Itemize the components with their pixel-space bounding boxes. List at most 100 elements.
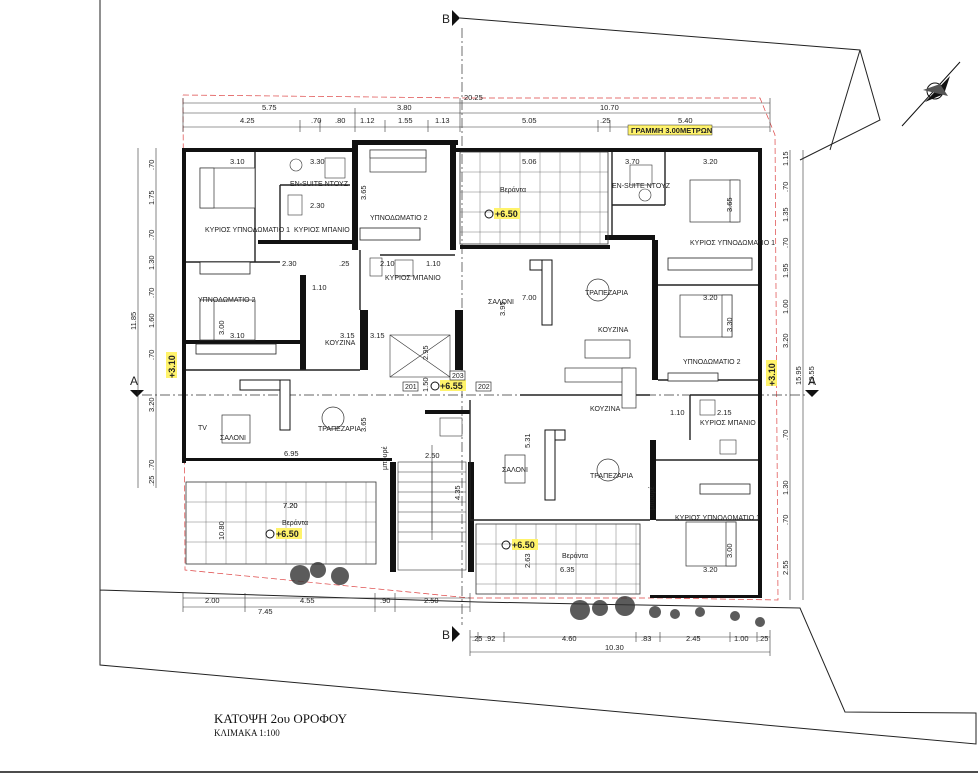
svg-text:.25: .25 — [758, 634, 768, 643]
svg-text:A: A — [808, 374, 816, 388]
svg-text:3.30: 3.30 — [725, 317, 734, 332]
room-label: ΤΡΑΠΕΖΑΡΙΑ — [585, 290, 628, 297]
svg-text:B: B — [442, 12, 450, 26]
room-label: μπουρέ — [648, 486, 656, 510]
svg-text:+6.55: +6.55 — [440, 381, 463, 391]
room-label: ΚΟΥΖΙΝΑ — [598, 327, 629, 334]
svg-text:11.85: 11.85 — [129, 312, 138, 330]
svg-text:1.12: 1.12 — [360, 116, 375, 125]
svg-text:+3.10: +3.10 — [767, 363, 777, 386]
svg-text:1.95: 1.95 — [781, 263, 790, 278]
room-label: μπουρέ — [381, 446, 389, 470]
room-label: ΚΥΡΙΟΣ ΥΠΝΟΔΩΜΑΤΙΟ 1 — [690, 240, 775, 247]
room-labels: ΚΥΡΙΟΣ ΥΠΝΟΔΩΜΑΤΙΟ 1 ΥΠΝΟΔΩΜΑΤΙΟ 2 EN-SU… — [198, 181, 775, 560]
svg-text:5.75: 5.75 — [262, 103, 277, 112]
svg-text:5.31: 5.31 — [523, 433, 532, 448]
svg-text:3.10: 3.10 — [230, 157, 245, 166]
wardrobes — [195, 227, 753, 495]
svg-text:.92: .92 — [485, 634, 495, 643]
svg-text:ΓΡΑΜΜΗ 3.00ΜΕΤΡΩΝ: ΓΡΑΜΜΗ 3.00ΜΕΤΡΩΝ — [631, 126, 712, 135]
svg-text:3.70: 3.70 — [625, 157, 640, 166]
room-label: EN-SUITE ΝΤΟΥΖ — [290, 181, 349, 188]
svg-text:.25: .25 — [472, 634, 482, 643]
room-label: ΚΥΡΙΟΣ ΜΠΑΝΙΟ — [700, 420, 756, 427]
level-mark-310-left: +3.10 — [166, 352, 177, 378]
svg-text:+6.50: +6.50 — [495, 209, 518, 219]
svg-text:10.70: 10.70 — [600, 103, 619, 112]
svg-text:1.35: 1.35 — [781, 207, 790, 222]
svg-text:2.30: 2.30 — [310, 201, 325, 210]
svg-text:3.10: 3.10 — [230, 331, 245, 340]
svg-text:5.05: 5.05 — [522, 116, 537, 125]
svg-text:1.15: 1.15 — [781, 151, 790, 166]
svg-text:.70: .70 — [781, 430, 790, 440]
svg-text:4.60: 4.60 — [562, 634, 577, 643]
level-mark-655: +6.55 — [430, 380, 466, 391]
svg-text:4.35: 4.35 — [453, 485, 462, 500]
stair-number-201: 201 — [402, 381, 419, 392]
svg-text:.70: .70 — [147, 230, 156, 240]
dining-tables — [221, 278, 620, 484]
svg-text:5.06: 5.06 — [522, 157, 537, 166]
svg-text:1.13: 1.13 — [435, 116, 450, 125]
room-label: ΚΥΡΙΟΣ ΜΠΑΝΙΟ — [294, 227, 350, 234]
svg-text:1.50: 1.50 — [421, 377, 430, 392]
svg-text:1.10: 1.10 — [670, 408, 685, 417]
room-label: ΚΟΥΖΙΝΑ — [590, 406, 621, 413]
svg-text:2.45: 2.45 — [686, 634, 701, 643]
svg-text:2.30: 2.30 — [282, 259, 297, 268]
exterior-walls — [182, 140, 762, 598]
room-label: ΥΠΝΟΔΩΜΑΤΙΟ 2 — [370, 215, 428, 222]
svg-text:1.10: 1.10 — [426, 259, 441, 268]
room-label: ΣΑΛΟΝΙ — [220, 435, 246, 442]
svg-text:3.95: 3.95 — [498, 301, 507, 316]
room-label: ΥΠΝΟΔΩΜΑΤΙΟ 2 — [683, 359, 741, 366]
svg-text:2.95: 2.95 — [421, 345, 430, 360]
svg-text:6.35: 6.35 — [560, 565, 575, 574]
room-label: ΚΥΡΙΟΣ ΥΠΝΟΔΩΜΑΤΙΟ 1 — [205, 227, 290, 234]
level-mark-650-top: +6.50 — [484, 208, 520, 219]
stair-number-203: 203 — [449, 370, 466, 381]
svg-text:1.60: 1.60 — [147, 313, 156, 328]
svg-text:3.65: 3.65 — [359, 185, 368, 200]
svg-text:+3.10: +3.10 — [167, 355, 177, 378]
svg-text:2.10: 2.10 — [380, 259, 395, 268]
svg-text:10.80: 10.80 — [217, 521, 226, 540]
inner-dimensions: 3.10 3.30 2.30 3.65 2.30 .25 2.10 1.10 1… — [217, 157, 734, 574]
room-label: ΥΠΝΟΔΩΜΑΤΙΟ 2 — [198, 297, 256, 304]
svg-text:3.65: 3.65 — [359, 417, 368, 432]
svg-text:B: B — [442, 628, 450, 642]
room-label: Βεράντα — [500, 186, 526, 194]
plot-boundary — [99, 0, 977, 745]
svg-text:.80: .80 — [335, 116, 345, 125]
svg-text:.70: .70 — [147, 160, 156, 170]
plot-boundary-top — [459, 17, 881, 161]
svg-text:.70: .70 — [781, 182, 790, 192]
svg-text:2.63: 2.63 — [523, 553, 532, 568]
drawing-title: ΚΑΤΟΨΗ 2ου ΟΡΟΦΟΥ — [214, 711, 348, 726]
dimension-left: 11.85 .70 1.75 .70 1.30 .70 1.60 .70 3.2… — [129, 148, 157, 488]
svg-text:7.20: 7.20 — [283, 501, 298, 510]
svg-text:3.65: 3.65 — [725, 197, 734, 212]
section-marker-b-top: B — [442, 10, 460, 26]
svg-text:.25: .25 — [339, 259, 349, 268]
svg-text:1.10: 1.10 — [312, 283, 327, 292]
svg-text:1.75: 1.75 — [147, 190, 156, 205]
svg-text:.25: .25 — [147, 476, 156, 486]
svg-text:6.95: 6.95 — [284, 449, 299, 458]
svg-text:7.00: 7.00 — [522, 293, 537, 302]
room-label: EN-SUITE ΝΤΟΥΖ — [612, 183, 671, 190]
svg-text:1.00: 1.00 — [734, 634, 749, 643]
svg-text:1.30: 1.30 — [147, 255, 156, 270]
svg-text:.90: .90 — [380, 596, 390, 605]
elevator-shaft — [389, 334, 451, 378]
veranda-top-hatch — [459, 151, 609, 245]
room-label: TV — [198, 425, 207, 432]
setback-line — [182, 94, 779, 601]
drawing-scale: ΚΛΙΜΑΚΑ 1:100 — [214, 728, 280, 738]
room-label: Βεράντα — [282, 519, 308, 527]
svg-text:2.50: 2.50 — [425, 451, 440, 460]
bed-furniture — [199, 149, 741, 567]
svg-text:1.30: 1.30 — [781, 480, 790, 495]
